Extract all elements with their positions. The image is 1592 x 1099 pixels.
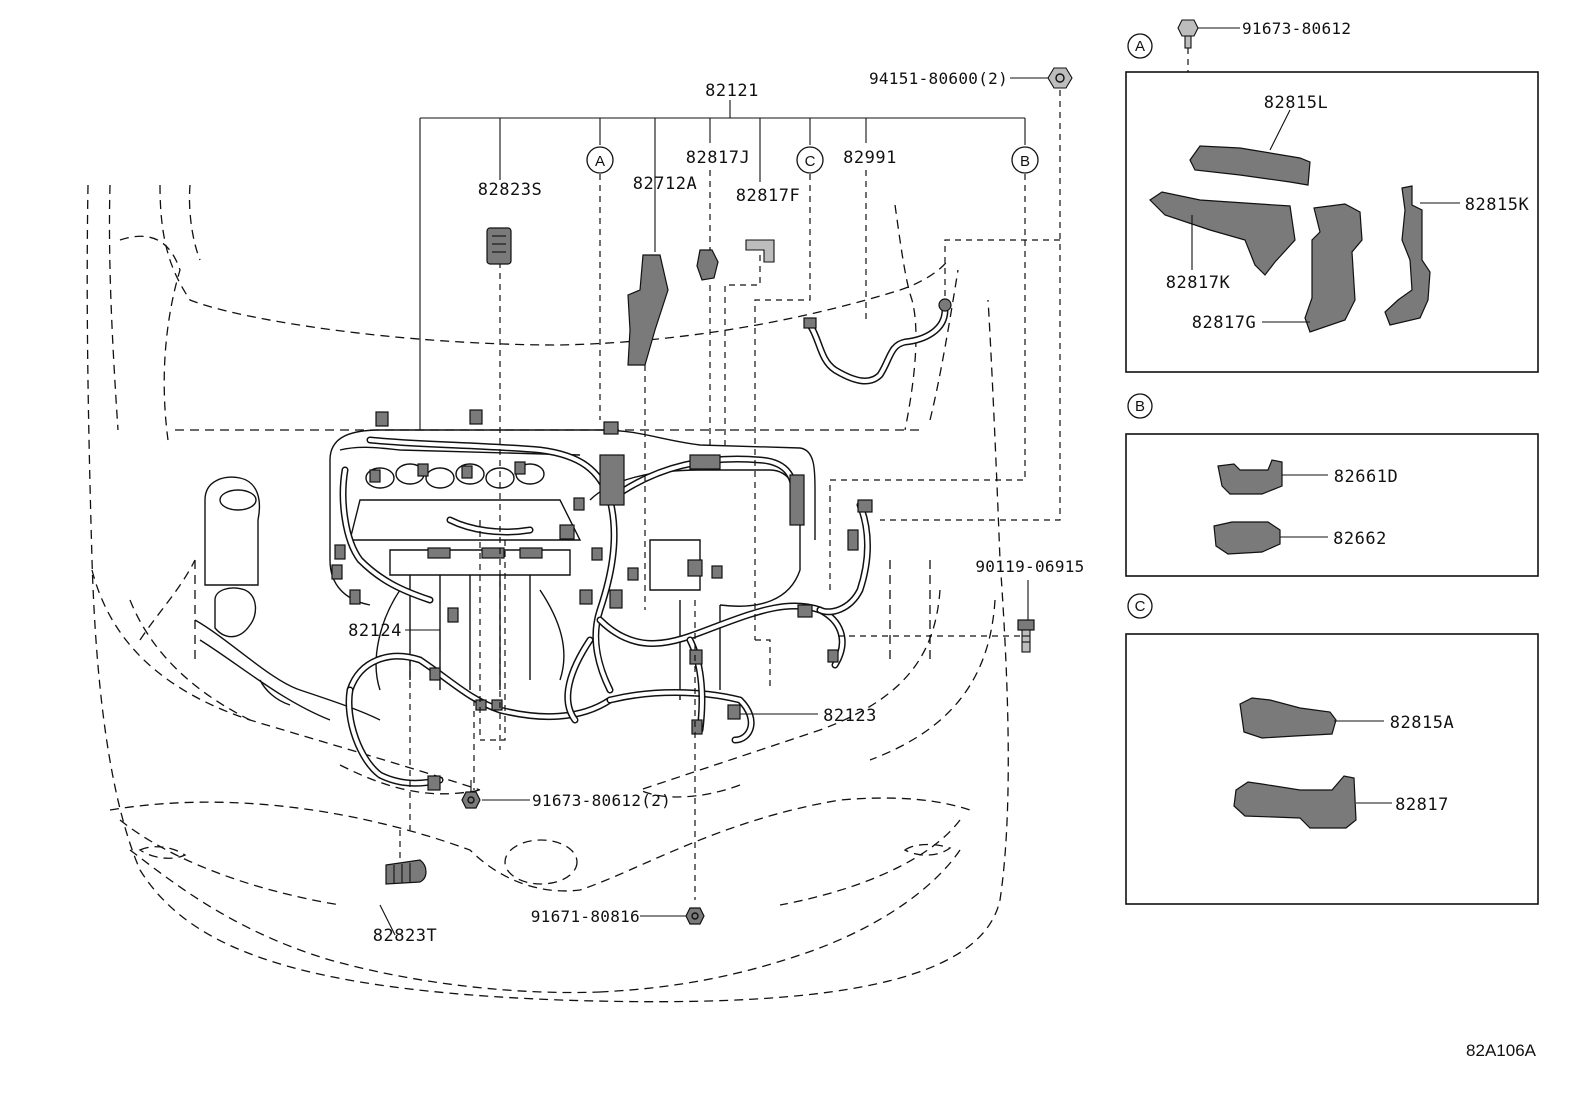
callout-leaders <box>379 77 1048 936</box>
part-82991 <box>803 298 952 385</box>
part-82661D-shape <box>1217 459 1283 495</box>
panel-a-screw-label: 91673-80612 <box>1242 19 1351 38</box>
label-82661D: 82661D <box>1334 467 1398 487</box>
callout-82121: 82121 <box>705 81 759 101</box>
label-82662: 82662 <box>1333 529 1387 549</box>
part-82817-shape <box>1233 775 1357 829</box>
part-82662-shape <box>1213 521 1281 555</box>
label-82815L: 82815L <box>1264 93 1328 113</box>
label-82815A: 82815A <box>1390 713 1454 733</box>
part-82817K-shape <box>1149 191 1296 276</box>
figure-code: 82A106A <box>1466 1041 1537 1060</box>
callout-82123: 82123 <box>823 706 877 726</box>
callout-82823T: 82823T <box>373 926 437 946</box>
panel-b-box <box>1125 433 1539 577</box>
callout-82823S: 82823S <box>478 180 542 200</box>
marker-c-label: C <box>805 153 816 170</box>
leader-lines <box>399 90 1061 900</box>
main-callout-labels: 82121 82823S 82712A 82817J 82817F 82991 … <box>348 69 1084 946</box>
callout-91673-80612-2: 91673-80612(2) <box>532 791 671 810</box>
part-82817G-shape <box>1304 203 1363 333</box>
marker-a-main: A <box>586 146 614 174</box>
part-82712A <box>627 254 669 366</box>
marker-a-label: A <box>595 153 605 170</box>
panel-b: B 82661D 82662 <box>1125 393 1539 577</box>
callout-82991: 82991 <box>843 148 897 168</box>
callout-82817J: 82817J <box>686 148 750 168</box>
panel-b-marker: B <box>1135 398 1145 415</box>
part-82817J <box>696 249 719 281</box>
bolt-90119-06915-icon <box>1017 619 1035 653</box>
marker-b-main: B <box>1011 146 1039 174</box>
bolt-91673-80612-icon <box>461 780 481 809</box>
bolt-91671-80816-icon <box>685 907 705 925</box>
part-82815K-shape <box>1384 185 1431 326</box>
harness-connectors <box>331 409 873 791</box>
panel-c: C 82815A 82817 <box>1125 593 1539 905</box>
label-82815K: 82815K <box>1465 195 1530 215</box>
panel-a-marker: A <box>1135 38 1145 55</box>
label-82817K: 82817K <box>1166 273 1231 293</box>
callout-bracket-82121 <box>419 100 1026 430</box>
callout-82124: 82124 <box>348 621 402 641</box>
part-82823S <box>486 227 512 265</box>
panel-c-marker: C <box>1135 598 1146 615</box>
label-82817G: 82817G <box>1192 313 1256 333</box>
vehicle-outline <box>86 184 1009 1003</box>
panel-c-box <box>1125 633 1539 905</box>
callout-94151-80600: 94151-80600(2) <box>869 69 1008 88</box>
part-82817F <box>745 239 775 263</box>
panel-a: A 91673-80612 82815L 82817K 82817G 82815… <box>1125 19 1539 373</box>
part-82815A-shape <box>1239 697 1337 739</box>
callout-82712A: 82712A <box>633 174 697 194</box>
callout-90119-06915: 90119-06915 <box>975 557 1084 576</box>
part-82823T <box>385 859 427 885</box>
label-82817: 82817 <box>1395 795 1449 815</box>
part-82815L-shape <box>1189 145 1311 186</box>
callout-91671-80816: 91671-80816 <box>531 907 640 926</box>
screw-91673-80612-icon <box>1177 19 1199 49</box>
callout-82817F: 82817F <box>736 186 800 206</box>
marker-c-main: C <box>796 146 824 174</box>
marker-b-label: B <box>1020 153 1030 170</box>
nut-94151-80600-icon <box>1047 67 1073 89</box>
